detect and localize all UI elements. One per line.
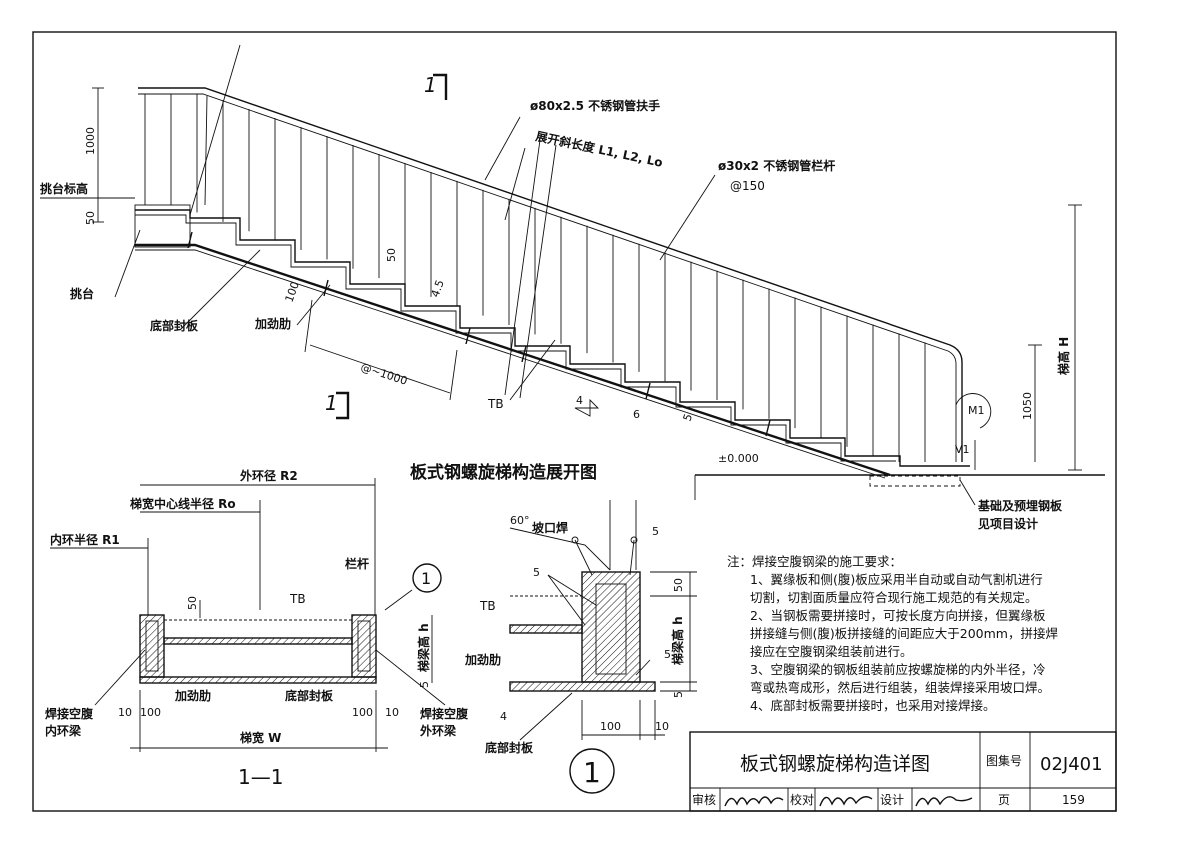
inner-beam-label-1: 焊接空腹 [45, 706, 94, 721]
section-bottom-plate-label: 底部封板 [285, 688, 334, 703]
dim-100: 100 [283, 280, 302, 304]
section-d100b: 100 [352, 706, 373, 719]
detail-angle: 60° [510, 514, 530, 527]
detail-bottom-plate: 底部封板 [485, 740, 534, 755]
outer-beam-label-2: 外环梁 [420, 723, 456, 738]
stiffener-spacing: @~1000 [359, 360, 409, 387]
section-d50: 50 [186, 596, 199, 610]
title-block-title: 板式钢螺旋梯构造详图 [740, 753, 930, 775]
m1-label: M1 [968, 404, 985, 417]
section-d10b: 10 [385, 706, 399, 719]
detail-weld-5a: 5 [652, 525, 659, 538]
review-label: 审核 [692, 792, 716, 807]
foundation-label-2: 见项目设计 [978, 516, 1038, 531]
detail-ref-number: 1 [421, 569, 431, 588]
note-line-2: 切割，切割面质量应符合现行施工规范的有关规定。 [750, 590, 1038, 605]
stair-steps [135, 209, 970, 467]
foundation-label-1: 基础及预埋钢板 [977, 498, 1063, 513]
outer-beam-label-1: 焊接空腹 [420, 706, 469, 721]
v1-label: V1 [955, 443, 970, 456]
dim-5: 5 [681, 412, 696, 423]
sheet-border [32, 31, 1117, 812]
detail-groove-weld: 坡口焊 [532, 520, 568, 535]
dim-4: 4 [576, 394, 583, 407]
detail-weld-5c: 5 [664, 648, 671, 661]
section-mark-top: 1 [424, 73, 437, 97]
page-label: 页 [998, 793, 1010, 807]
handrail [138, 87, 963, 462]
section-d5: 5 [418, 681, 431, 688]
baluster-label: ø30x2 不锈钢管栏杆 [718, 158, 835, 173]
section-title: 1—1 [238, 765, 283, 789]
center-radius-label: 梯宽中心线半径 Ro [130, 496, 236, 511]
notes-head: 注：焊接空腹钢梁的施工要求： [727, 554, 902, 569]
dim-50-left: 50 [84, 211, 97, 225]
detail-stiffener: 加劲肋 [464, 652, 501, 667]
outer-radius-label: 外环径 R2 [240, 468, 298, 483]
section-mark-bottom: 1 [325, 391, 338, 415]
dim-4-5: 4.5 [429, 278, 447, 299]
platform-label: 挑台 [70, 286, 94, 301]
section-stiffener-label: 加劲肋 [174, 688, 211, 703]
note-line-7: 弯或热弯成形，然后进行组装，组装焊接采用坡口焊。 [750, 680, 1050, 695]
platform [134, 204, 191, 248]
detail-tb: TB [479, 599, 496, 613]
page-number: 159 [1062, 793, 1085, 807]
detail-beam-height: 梯梁高 h [670, 616, 685, 665]
note-line-6: 3、空腹钢梁的钢板组装前应按螺旋梯的内外半径，冷 [750, 662, 1045, 677]
section-d10a: 10 [118, 706, 132, 719]
inner-radius-label: 内环半径 R1 [50, 532, 120, 547]
handrail-label: ø80x2.5 不锈钢管扶手 [530, 98, 660, 113]
signature-review [724, 796, 784, 807]
section-width-label: 梯宽 W [240, 730, 281, 745]
section-tb-label: TB [289, 592, 306, 606]
unfolded-length-label: 展开斜长度 L1, L2, Lo [534, 128, 664, 170]
ground-level-label: ±0.000 [718, 452, 759, 465]
detail-view [509, 500, 697, 794]
unfolded-view [40, 44, 1105, 506]
baluster-group [144, 94, 926, 462]
note-line-1: 1、翼缘板和侧(腹)板应采用半自动或自动气割机进行 [750, 572, 1043, 587]
stiffener-label: 加劲肋 [254, 316, 291, 331]
detail-d4: 4 [500, 710, 507, 723]
design-label: 设计 [880, 793, 904, 807]
note-line-5: 接应在空腹钢梁组装前进行。 [750, 644, 913, 659]
note-line-4: 拼接缝与侧(腹)板拼接缝的间距应大于200mm，拼接焊 [750, 626, 1058, 641]
dim-50-step: 50 [385, 248, 398, 262]
inner-beam-label-2: 内环梁 [45, 723, 81, 738]
signature-design [915, 796, 973, 807]
detail-d50: 50 [672, 578, 685, 592]
dim-1000: 1000 [84, 127, 97, 155]
platform-level-label: 挑台标高 [40, 181, 88, 196]
detail-d5: 5 [672, 691, 685, 698]
section-d100a: 100 [140, 706, 161, 719]
note-line-3: 2、当钢板需要拼接时，可按长度方向拼接，但翼缘板 [750, 608, 1046, 623]
signature-check [819, 796, 873, 807]
stair-height-label: 梯高 H [1056, 337, 1071, 375]
atlas-number: 02J401 [1040, 754, 1103, 775]
title-block [689, 731, 1117, 812]
detail-d100: 100 [600, 720, 621, 733]
detail-number: 1 [583, 756, 601, 789]
baluster-spacing: @150 [730, 179, 765, 193]
bottom-plate-label: 底部封板 [150, 318, 199, 333]
railing-label: 栏杆 [345, 556, 369, 571]
note-line-8: 4、底部封板需要拼接时，也采用对接焊接。 [750, 698, 995, 713]
tb-label: TB [487, 397, 504, 411]
dim-1050: 1050 [1021, 392, 1034, 420]
bottom-plate-line [135, 243, 891, 477]
dim-6: 6 [633, 408, 640, 421]
section-view [50, 478, 446, 752]
check-label: 校对 [790, 792, 814, 807]
section-beam-height: 梯梁高 h [416, 623, 431, 672]
atlas-label: 图集号 [986, 753, 1022, 768]
detail-weld-5b: 5 [533, 566, 540, 579]
unfolded-title: 板式钢螺旋梯构造展开图 [410, 462, 597, 483]
detail-d10: 10 [655, 720, 669, 733]
